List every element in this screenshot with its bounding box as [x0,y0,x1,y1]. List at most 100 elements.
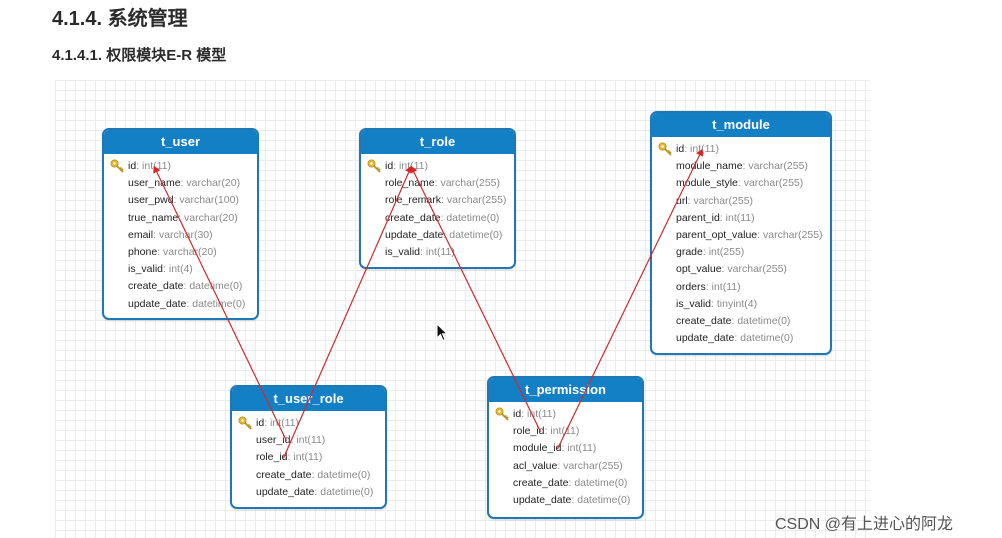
table-title: t_module [652,113,830,137]
field-type: varchar(255) [748,160,808,173]
field-type: varchar(20) [186,177,241,190]
field-type: int(11) [690,143,720,155]
table-title: t_permission [489,378,642,402]
field-type: datetime(0) [317,468,371,481]
field-row-id: id: int(11) [232,415,385,432]
field-type: datetime(0) [574,476,628,489]
field-type: varchar(255) [563,459,623,472]
field-type: int(11) [527,408,557,420]
field-name: update_date [256,485,315,498]
field-name: is_valid [385,245,421,258]
field-name: id [513,408,522,420]
field-row-role-id: role_id: int(11) [232,449,385,466]
field-row-module-name: module_name: varchar(255) [652,158,830,175]
field-name: create_date [256,468,312,481]
primary-key-icon [658,142,672,156]
field-list: id: int(11)module_name: varchar(255)modu… [652,137,830,347]
field-name: email [128,228,154,241]
field-type: int(4) [168,263,193,276]
field-row-create-date: create_date: datetime(0) [652,313,830,330]
field-type: datetime(0) [577,493,631,506]
field-row-opt-value: opt_value: varchar(255) [652,261,830,278]
field-type: tinyint(4) [716,297,758,310]
field-separator: : [311,468,318,481]
field-type: varchar(30) [158,228,213,241]
field-type: int(11) [296,434,326,447]
primary-key-icon [495,407,509,421]
field-row-user-pwd: user_pwd: varchar(100) [104,192,257,209]
field-separator: : [742,160,749,173]
field-name: user_name [128,177,181,190]
field-separator: : [721,263,728,276]
field-row-orders: orders: int(11) [652,279,830,296]
field-name: parent_opt_value [676,228,758,241]
field-row-create-date: create_date: datetime(0) [489,475,642,492]
field-type: int(11) [425,245,455,258]
field-name: grade [676,246,703,259]
field-row-create-date: create_date: datetime(0) [232,467,385,484]
field-name: phone [128,245,158,258]
table-title: t_user [104,130,257,154]
field-row-parent-opt-value: parent_opt_value: varchar(255) [652,227,830,244]
field-type: int(11) [399,160,429,172]
field-separator: : [757,228,763,241]
field-separator: : [711,297,717,310]
table-title: t_role [361,130,514,154]
field-type: varchar(255) [743,177,804,190]
table-t-user: t_user id: int(11)user_name: varchar(20)… [102,128,259,320]
field-type: datetime(0) [740,332,794,345]
subsection-heading: 4.1.4.1. 权限模块E-R 模型 [52,47,227,64]
field-name: update_date [385,228,444,241]
field-type: varchar(20) [184,211,238,224]
watermark: CSDN @有上进心的阿龙 [775,516,954,533]
field-list: id: int(11)role_name: varchar(255)role_r… [361,154,514,261]
field-row-role-id: role_id: int(11) [489,423,642,440]
field-row-role-remark: role_remark: varchar(255) [361,192,514,209]
field-type: varchar(100) [179,194,239,207]
field-type: int(11) [142,160,172,172]
field-type: int(11) [567,442,597,455]
field-row-is-valid: is_valid: int(11) [361,244,514,261]
field-separator: : [734,332,741,345]
field-separator: : [568,476,575,489]
field-type: int(11) [550,425,580,438]
field-name: is_valid [128,263,164,276]
field-type: datetime(0) [737,314,791,327]
field-type: datetime(0) [189,280,243,293]
field-name: true_name [128,211,179,224]
table-title: t_user_role [232,387,385,411]
field-type: int(11) [270,417,300,429]
field-type: datetime(0) [446,211,500,224]
field-name: create_date [385,211,441,224]
field-separator: : [136,160,143,172]
field-type: datetime(0) [320,485,374,498]
field-row-create-date: create_date: datetime(0) [361,210,514,227]
field-row-email: email: varchar(30) [104,227,257,244]
field-type: int(11) [725,211,755,224]
field-row-id: id: int(11) [652,141,830,158]
field-row-url: url: varchar(255) [652,193,830,210]
field-row-grade: grade: int(255) [652,244,830,261]
field-name: is_valid [676,297,712,310]
field-row-parent-id: parent_id: int(11) [652,210,830,227]
table-t-user-role: t_user_role id: int(11) user_id: int(11) r… [230,385,387,509]
field-row-true-name: true_name: varchar(20) [104,210,257,227]
field-name: id [676,143,685,155]
field-name: acl_value [513,459,558,472]
field-type: varchar(255) [727,263,787,276]
field-name: module_id [513,442,562,455]
field-row-update-date: update_date: datetime(0) [361,227,514,244]
field-separator: : [393,160,400,172]
field-row-id: id: int(11) [104,158,257,175]
table-t-role: t_role id: int(11)role_name: varchar(255… [359,128,516,269]
field-type: varchar(255) [446,194,507,207]
field-separator: : [684,143,691,155]
field-name: user_id [256,434,291,447]
primary-key-icon [238,416,252,430]
field-row-phone: phone: varchar(20) [104,244,257,261]
field-row-is-valid: is_valid: tinyint(4) [652,296,830,313]
field-row-user-name: user_name: varchar(20) [104,175,257,192]
section-heading: 4.1.4. 系统管理 [52,8,188,30]
field-name: update_date [513,493,572,506]
field-name: id [256,417,265,429]
